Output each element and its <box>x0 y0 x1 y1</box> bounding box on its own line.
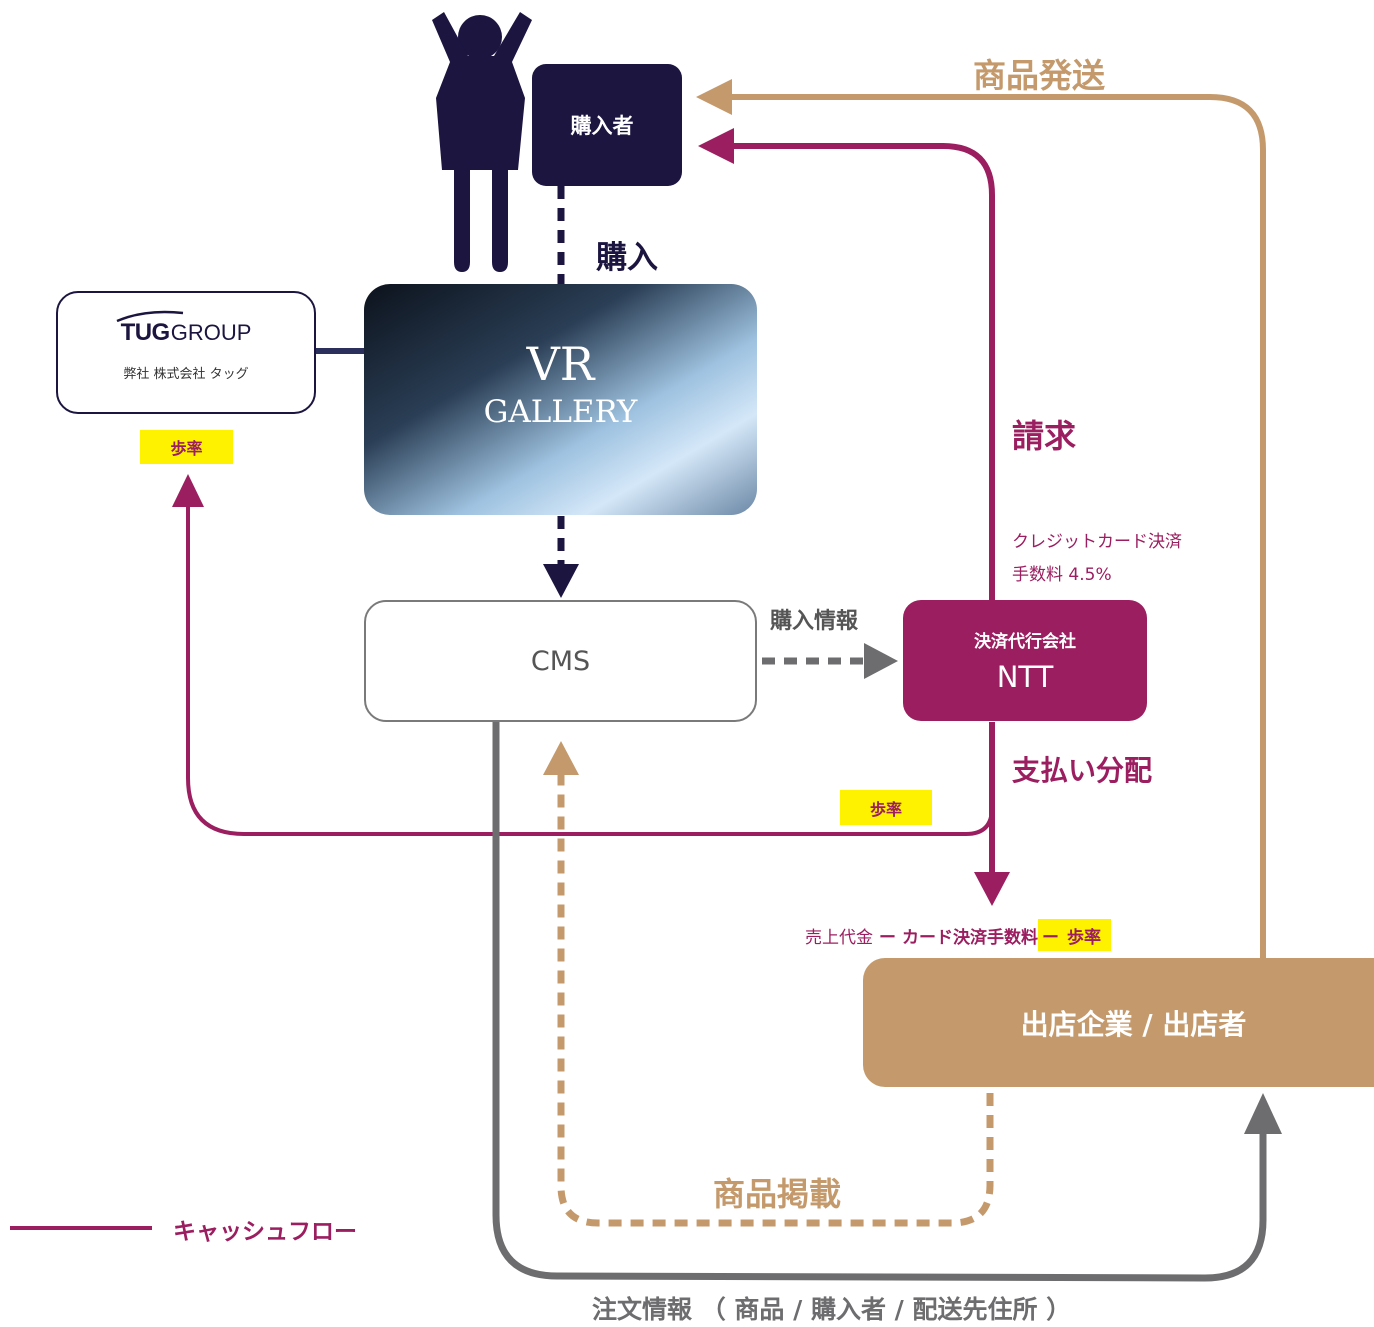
listing-dashed-line <box>557 773 994 1227</box>
vr-to-cms-arrowhead <box>543 564 579 598</box>
commission-line <box>186 505 994 836</box>
formula: 売上代金 ー カード決済手数料 ー 歩率 <box>805 919 1111 951</box>
buyer-label: 購入者 <box>570 114 634 138</box>
ntt-subtitle: 決済代行会社 <box>974 632 1076 652</box>
listing-label: 商品掲載 <box>713 1175 842 1213</box>
tug-logo-rest: GROUP <box>170 320 252 345</box>
vr-gallery-subtitle: GALLERY <box>483 394 638 430</box>
payment-distribution-label: 支払い分配 <box>1012 754 1153 787</box>
ntt-box: 決済代行会社 NTT <box>903 600 1147 721</box>
formula-highlight: ー 歩率 <box>1038 919 1111 951</box>
order-info-line <box>492 722 1267 1282</box>
buyer-box: 購入者 <box>532 64 682 186</box>
vr-gallery-card-bg <box>364 284 757 515</box>
shipping-label: 商品発送 <box>973 56 1105 95</box>
vr-gallery-card: VR GALLERY <box>364 284 757 515</box>
billing-line <box>730 143 995 600</box>
shop-box: 出店企業 / 出店者 <box>863 958 1374 1087</box>
ntt-title: NTT <box>996 660 1054 694</box>
card-fee-line1: クレジットカード決済 <box>1012 532 1182 552</box>
shipping-arrowhead <box>696 79 732 115</box>
tug-group-logo: TUG GROUP <box>116 310 252 347</box>
formula-sales: 売上代金 <box>805 927 873 948</box>
tug-logo-bold: TUG <box>120 319 171 346</box>
shipping-line <box>724 94 1266 958</box>
commission-badge-tug: 歩率 <box>140 430 233 464</box>
billing-label: 請求 <box>1012 417 1077 455</box>
formula-card-fee: カード決済手数料 <box>902 927 1038 948</box>
purchase-label: 購入 <box>596 240 658 276</box>
formula-dash2: ー <box>1042 927 1059 948</box>
order-info-arrowhead <box>1244 1093 1282 1134</box>
shop-label: 出店企業 / 出店者 <box>1020 1007 1247 1041</box>
formula-dash1: ー <box>879 927 896 948</box>
card-fee-line2: 手数料 4.5% <box>1012 565 1112 585</box>
formula-commission: 歩率 <box>1067 927 1101 948</box>
commission-arrowhead <box>172 474 204 507</box>
listing-arrowhead <box>543 741 579 775</box>
cms-to-ntt-arrowhead <box>864 643 898 679</box>
tug-group-box: TUG GROUP 弊社 株式会社 タッグ <box>56 291 316 414</box>
legend-cash-flow-label: キャッシュフロー <box>173 1219 357 1245</box>
order-info-label: 注文情報 （ 商品 / 購入者 / 配送先住所 ） <box>592 1295 1072 1324</box>
cms-box: CMS <box>364 600 757 722</box>
cms-label: CMS <box>530 645 591 677</box>
payment-distribution-arrowhead <box>974 872 1010 906</box>
vr-gallery-title: VR <box>526 337 595 391</box>
person-icon <box>432 12 532 272</box>
commission-badge-line: 歩率 <box>840 790 932 825</box>
purchase-info-label: 購入情報 <box>770 609 859 634</box>
tug-logo-swoosh-icon <box>116 310 183 323</box>
tug-caption: 弊社 株式会社 タッグ <box>123 367 249 382</box>
billing-arrowhead <box>698 128 734 164</box>
